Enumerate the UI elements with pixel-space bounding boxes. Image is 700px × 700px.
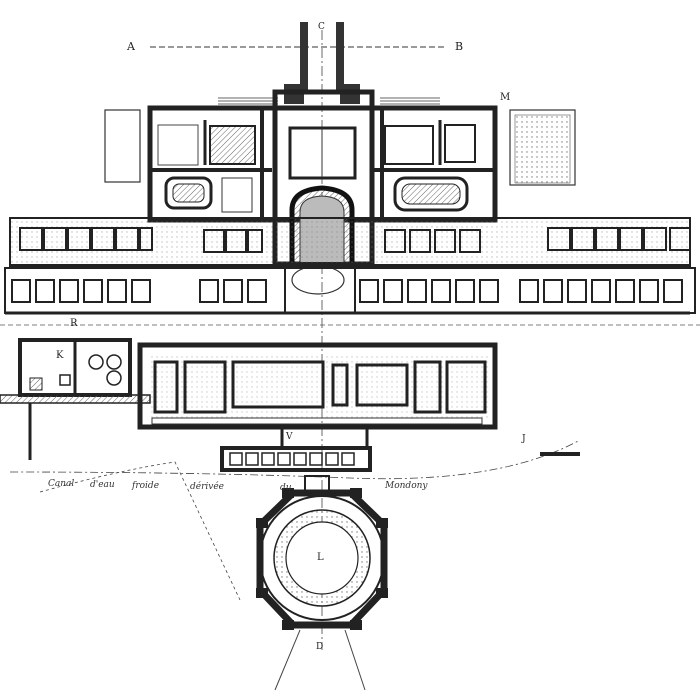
canal-caption-word6: Mondony — [385, 481, 428, 491]
label-j: J — [522, 434, 526, 444]
canal-caption-word5: du — [280, 483, 292, 493]
canal-caption-word1: Canal — [48, 479, 75, 489]
diagonal-path — [39, 461, 241, 601]
label-r: R — [70, 318, 78, 329]
reservoir-building — [137, 342, 498, 430]
canal-caption-word3: froide — [132, 481, 160, 491]
label-c: C — [318, 22, 325, 32]
cabin-row — [4, 267, 696, 315]
label-a: A — [127, 40, 135, 53]
gallery-band — [9, 217, 691, 267]
label-v: V — [286, 432, 293, 442]
label-b: B — [455, 40, 464, 53]
label-k: K — [56, 350, 64, 361]
canal-caption-word2: d'eau — [90, 480, 115, 490]
block-v — [220, 426, 372, 472]
canal-caption-word4: dérivée — [190, 482, 225, 492]
label-l: L — [317, 552, 324, 563]
octagonal-tower — [256, 475, 388, 691]
label-m: M — [500, 92, 511, 103]
label-d: D — [316, 642, 324, 652]
canal-line — [9, 439, 581, 480]
building-k — [0, 338, 151, 460]
